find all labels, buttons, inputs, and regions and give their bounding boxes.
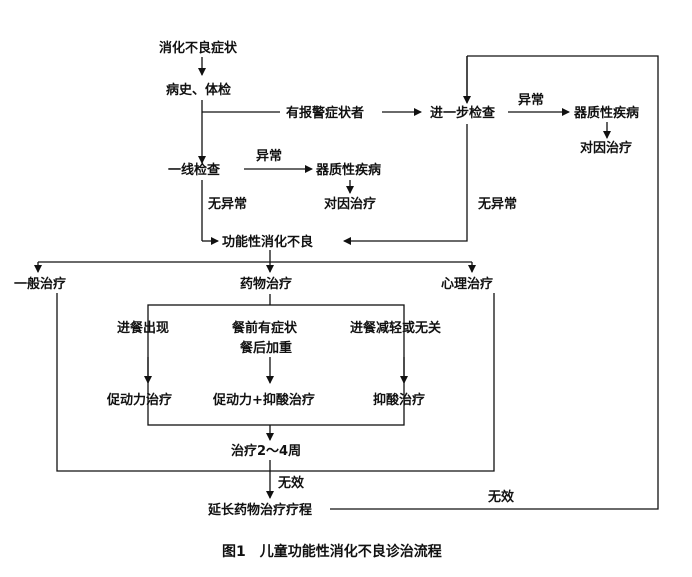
label-ineffective-1: 无效: [277, 475, 305, 491]
node-first-line-exam: 一线检查: [168, 162, 221, 178]
node-drug-treatment: 药物治疗: [240, 276, 292, 292]
node-meal-relieved: 进餐减轻或无关: [350, 320, 441, 336]
labels: 消化不良症状 病史、体检 有报警症状者 进一步检查 异常 器质性疾病 对因治疗 …: [14, 40, 639, 560]
node-prokinetic: 促动力治疗: [106, 392, 172, 408]
node-organic-disease-top: 器质性疾病: [573, 105, 639, 121]
node-after-meal: 进餐出现: [117, 320, 169, 336]
node-psych-treatment: 心理治疗: [441, 276, 493, 292]
connectors: [34, 55, 659, 510]
node-general-treatment: 一般治疗: [14, 276, 66, 292]
node-preprandial-line1: 餐前有症状: [231, 320, 298, 336]
figure-caption: 图1 儿童功能性消化不良诊治流程: [222, 543, 442, 560]
node-etiologic-treatment-mid: 对因治疗: [324, 196, 376, 212]
node-functional-dyspepsia: 功能性消化不良: [222, 234, 313, 250]
label-no-abnormal-right: 无异常: [477, 196, 517, 212]
node-etiologic-treatment-top: 对因治疗: [580, 140, 632, 156]
line-extend-loop: [330, 55, 659, 510]
node-prokinetic-acid: 促动力+抑酸治疗: [212, 392, 315, 408]
label-abnormal-mid: 异常: [256, 148, 282, 164]
label-abnormal-top: 异常: [518, 92, 544, 108]
node-treat-weeks: 治疗2～4周: [231, 443, 301, 459]
node-further-exam: 进一步检查: [430, 105, 496, 121]
arrow-further-no-abnormal: [343, 124, 468, 245]
label-no-abnormal-left: 无异常: [207, 196, 247, 212]
node-history-exam: 病史、体检: [166, 82, 231, 98]
node-dyspepsia-symptoms: 消化不良症状: [159, 40, 238, 56]
node-acid-suppression: 抑酸治疗: [373, 392, 425, 408]
node-organic-disease-mid: 器质性疾病: [315, 162, 381, 178]
node-preprandial-line2: 餐后加重: [239, 340, 292, 356]
label-alarm-symptoms: 有报警症状者: [286, 105, 364, 121]
line-outer-loop: [56, 293, 495, 472]
node-extend-course: 延长药物治疗疗程: [207, 502, 312, 518]
label-ineffective-2: 无效: [487, 489, 515, 505]
